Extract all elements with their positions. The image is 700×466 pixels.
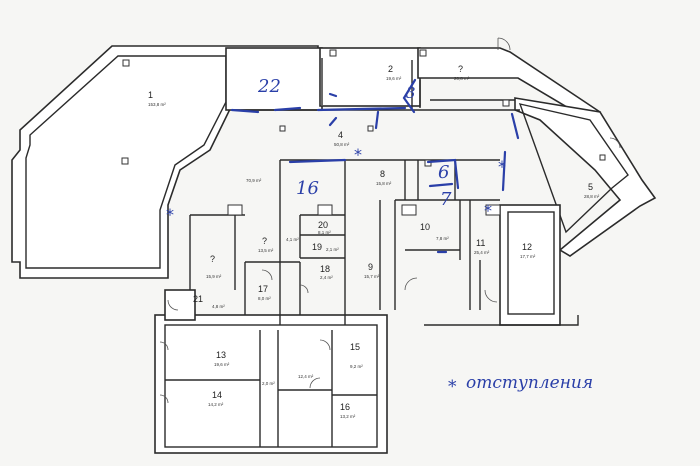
- room-label-14: 14: [212, 390, 222, 400]
- legend: * отступления: [448, 373, 593, 397]
- room-label-q-left: ?: [210, 254, 215, 264]
- room-label-2: 2: [388, 64, 393, 74]
- room-area-q-top: 20,8 m²: [454, 76, 470, 81]
- room-label-1: 1: [148, 90, 153, 100]
- handwritten-16: 16: [296, 178, 319, 199]
- room-area-corr-a: 70,9 m²: [246, 178, 262, 183]
- room-area-14: 14,2 m²: [208, 402, 224, 407]
- room-area-20: 8,1 m²: [318, 230, 331, 235]
- room-area-13: 19,6 m²: [214, 362, 230, 367]
- room-label-17: 17: [258, 284, 268, 294]
- room-area-17: 8,0 m²: [258, 296, 271, 301]
- room-area-18: 2,4 m²: [320, 275, 333, 280]
- room-label-10: 10: [420, 222, 430, 232]
- room-label-q-top: ?: [458, 64, 463, 74]
- outer-walls: [11, 45, 657, 454]
- room-area-21: 4,8 m²: [212, 304, 225, 309]
- room-area-q-left: 15,9 m²: [206, 274, 222, 279]
- room-area-11: 25,4 m²: [474, 250, 490, 255]
- room-area-corr-d: 2,0 m²: [262, 381, 275, 386]
- room-label-18: 18: [320, 264, 330, 274]
- room-labels: 1 153,8 m² 2 19,6 m² ? 20,8 m² 4 50,8 m²…: [148, 64, 600, 419]
- room-area-10: 7,8 m²: [436, 236, 449, 241]
- columns: [121, 49, 606, 216]
- room-area-8: 15,8 m²: [376, 181, 392, 186]
- room-area-12: 17,7 m²: [520, 254, 536, 259]
- room-label-4: 4: [338, 130, 343, 140]
- room-area-5: 28,8 m²: [584, 194, 600, 199]
- asterisk-mark: *: [484, 201, 492, 220]
- room-label-11: 11: [476, 238, 485, 248]
- handwritten-7: 7: [440, 189, 452, 210]
- handwritten-22: 22: [257, 76, 281, 97]
- room-label-21: 21: [193, 294, 203, 304]
- room-label-19: 19: [312, 242, 322, 252]
- legend-asterisk: *: [448, 377, 457, 397]
- room-area-19: 2,1 m²: [326, 247, 339, 252]
- room-label-16: 16: [340, 402, 350, 412]
- room-area-4: 50,8 m²: [334, 142, 350, 147]
- room-area-16: 13,2 m²: [340, 414, 356, 419]
- legend-text: отступления: [466, 373, 593, 393]
- asterisk-mark: *: [166, 205, 174, 224]
- handwritten-6: 6: [438, 162, 449, 183]
- room-label-8: 8: [380, 169, 385, 179]
- room-area-corr-b: 4,1 m²: [286, 237, 299, 242]
- room-area-15: 9,2 m²: [350, 364, 363, 369]
- room-label-5: 5: [588, 182, 593, 192]
- room-label-13: 13: [216, 350, 226, 360]
- asterisk-mark: *: [354, 145, 362, 164]
- room-area-1: 153,8 m²: [148, 102, 166, 107]
- room-label-15: 15: [350, 342, 360, 352]
- room-label-20: 20: [318, 220, 328, 230]
- handwritten-3: 3: [406, 84, 416, 102]
- handwritten-annotations: 22 3 16 6 7 * * * *: [166, 76, 520, 254]
- doors: [159, 37, 621, 404]
- asterisk-mark: *: [498, 157, 506, 176]
- room-label-12: 12: [522, 242, 532, 252]
- room-area-corr-c: 12,4 m²: [298, 374, 314, 379]
- room-area-2: 19,6 m²: [386, 76, 402, 81]
- room-area-9: 15,7 m²: [364, 274, 380, 279]
- room-label-9: 9: [368, 262, 373, 272]
- room-label-q-mid: ?: [262, 236, 267, 246]
- room-area-q-mid: 13,5 m²: [258, 248, 274, 253]
